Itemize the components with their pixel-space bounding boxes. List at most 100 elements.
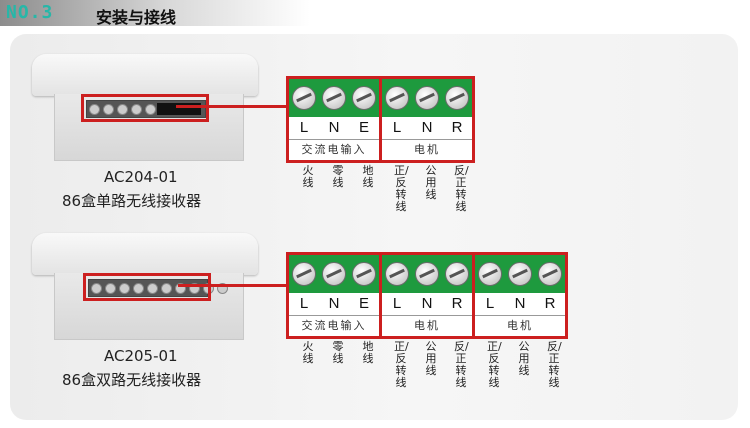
screw-icon	[415, 262, 439, 286]
screw-cell	[349, 79, 379, 117]
screw-icon	[385, 262, 409, 286]
wire-label: 地线	[362, 340, 374, 365]
wire-label: 零线	[332, 340, 344, 365]
terminal-letter: R	[544, 295, 556, 312]
device-screw	[91, 283, 102, 294]
terminal-letter: N	[421, 119, 433, 136]
device-screw	[161, 283, 172, 294]
screw-cell	[382, 79, 412, 117]
screw-cell	[442, 79, 472, 117]
screw-icon	[415, 86, 439, 110]
device-screw	[189, 283, 200, 294]
screw-icon	[352, 262, 376, 286]
screw-icon	[508, 262, 532, 286]
terminal-group: L N E 交流电输入	[289, 79, 379, 160]
device-screw	[133, 283, 144, 294]
screw-icon	[292, 262, 316, 286]
screw-cell	[442, 255, 472, 293]
screw-icon	[322, 86, 346, 110]
device-screw	[147, 283, 158, 294]
wire-label: 正/反转线	[487, 340, 502, 389]
terminal-letter: L	[299, 119, 309, 136]
device-screw	[103, 104, 114, 115]
screw-icon	[538, 262, 562, 286]
device-screw	[89, 104, 100, 115]
screw-icon	[385, 86, 409, 110]
terminal-letter: L	[392, 119, 402, 136]
connector-line	[178, 284, 286, 287]
wire-label: 地线	[362, 164, 374, 189]
screw-cell	[412, 255, 442, 293]
terminal-letter: E	[358, 295, 369, 312]
wire-label: 零线	[332, 164, 344, 189]
terminal-letter: N	[514, 295, 526, 312]
device-terminal-strip	[86, 100, 206, 118]
device-screw	[217, 283, 228, 294]
device-model: AC205-01	[104, 347, 178, 365]
screw-icon	[352, 86, 376, 110]
screw-icon	[445, 86, 469, 110]
terminal-screw-row	[475, 255, 565, 293]
device-cover	[32, 54, 258, 96]
terminal-letter: E	[358, 119, 369, 136]
screw-icon	[478, 262, 502, 286]
screw-cell	[289, 255, 319, 293]
terminal-screw-row	[382, 255, 472, 293]
screw-cell	[535, 255, 565, 293]
terminal-group-label: 交流电输入	[301, 319, 367, 332]
device-screw	[145, 104, 156, 115]
wire-label: 火线	[302, 340, 314, 365]
device-name: 86盒单路无线接收器	[62, 192, 202, 210]
terminal-letter: N	[328, 119, 340, 136]
wire-label: 公用线	[425, 164, 437, 201]
device-screw	[105, 283, 116, 294]
terminal-screw-row	[289, 79, 379, 117]
wire-label: 公用线	[518, 340, 530, 377]
section-title: 安装与接线	[96, 8, 177, 27]
terminal-group-label: 电机	[414, 143, 440, 156]
screw-cell	[319, 79, 349, 117]
device-screw	[117, 104, 128, 115]
terminal-letter: L	[485, 295, 495, 312]
screw-cell	[505, 255, 535, 293]
connector-line	[176, 105, 286, 108]
section-header: NO.3 安装与接线	[0, 0, 310, 27]
terminal-highlight-box	[83, 273, 211, 301]
terminal-letter: N	[421, 295, 433, 312]
device-screw	[131, 104, 142, 115]
terminal-group-label: 交流电输入	[301, 143, 367, 156]
device-screw	[175, 283, 186, 294]
terminal-highlight-box	[81, 94, 209, 122]
device-screw	[119, 283, 130, 294]
wire-label: 正/反转线	[394, 164, 409, 213]
section-number: NO.3	[6, 2, 54, 23]
terminal-group: L N R 电机	[475, 255, 565, 336]
device-screws	[91, 283, 228, 294]
screw-cell	[349, 255, 379, 293]
terminal-letter: N	[328, 295, 340, 312]
wire-label: 反/正转线	[454, 164, 469, 213]
terminal-group-label: 电机	[507, 319, 533, 332]
device-cover	[32, 233, 258, 275]
screw-icon	[292, 86, 316, 110]
screw-icon	[445, 262, 469, 286]
device-name: 86盒双路无线接收器	[62, 371, 202, 389]
screw-cell	[412, 79, 442, 117]
wire-label: 反/正转线	[547, 340, 562, 389]
terminal-screw-row	[289, 255, 379, 293]
screw-cell	[289, 79, 319, 117]
wire-label: 火线	[302, 164, 314, 189]
screw-cell	[475, 255, 505, 293]
terminal-letter: L	[392, 295, 402, 312]
screw-cell	[319, 255, 349, 293]
